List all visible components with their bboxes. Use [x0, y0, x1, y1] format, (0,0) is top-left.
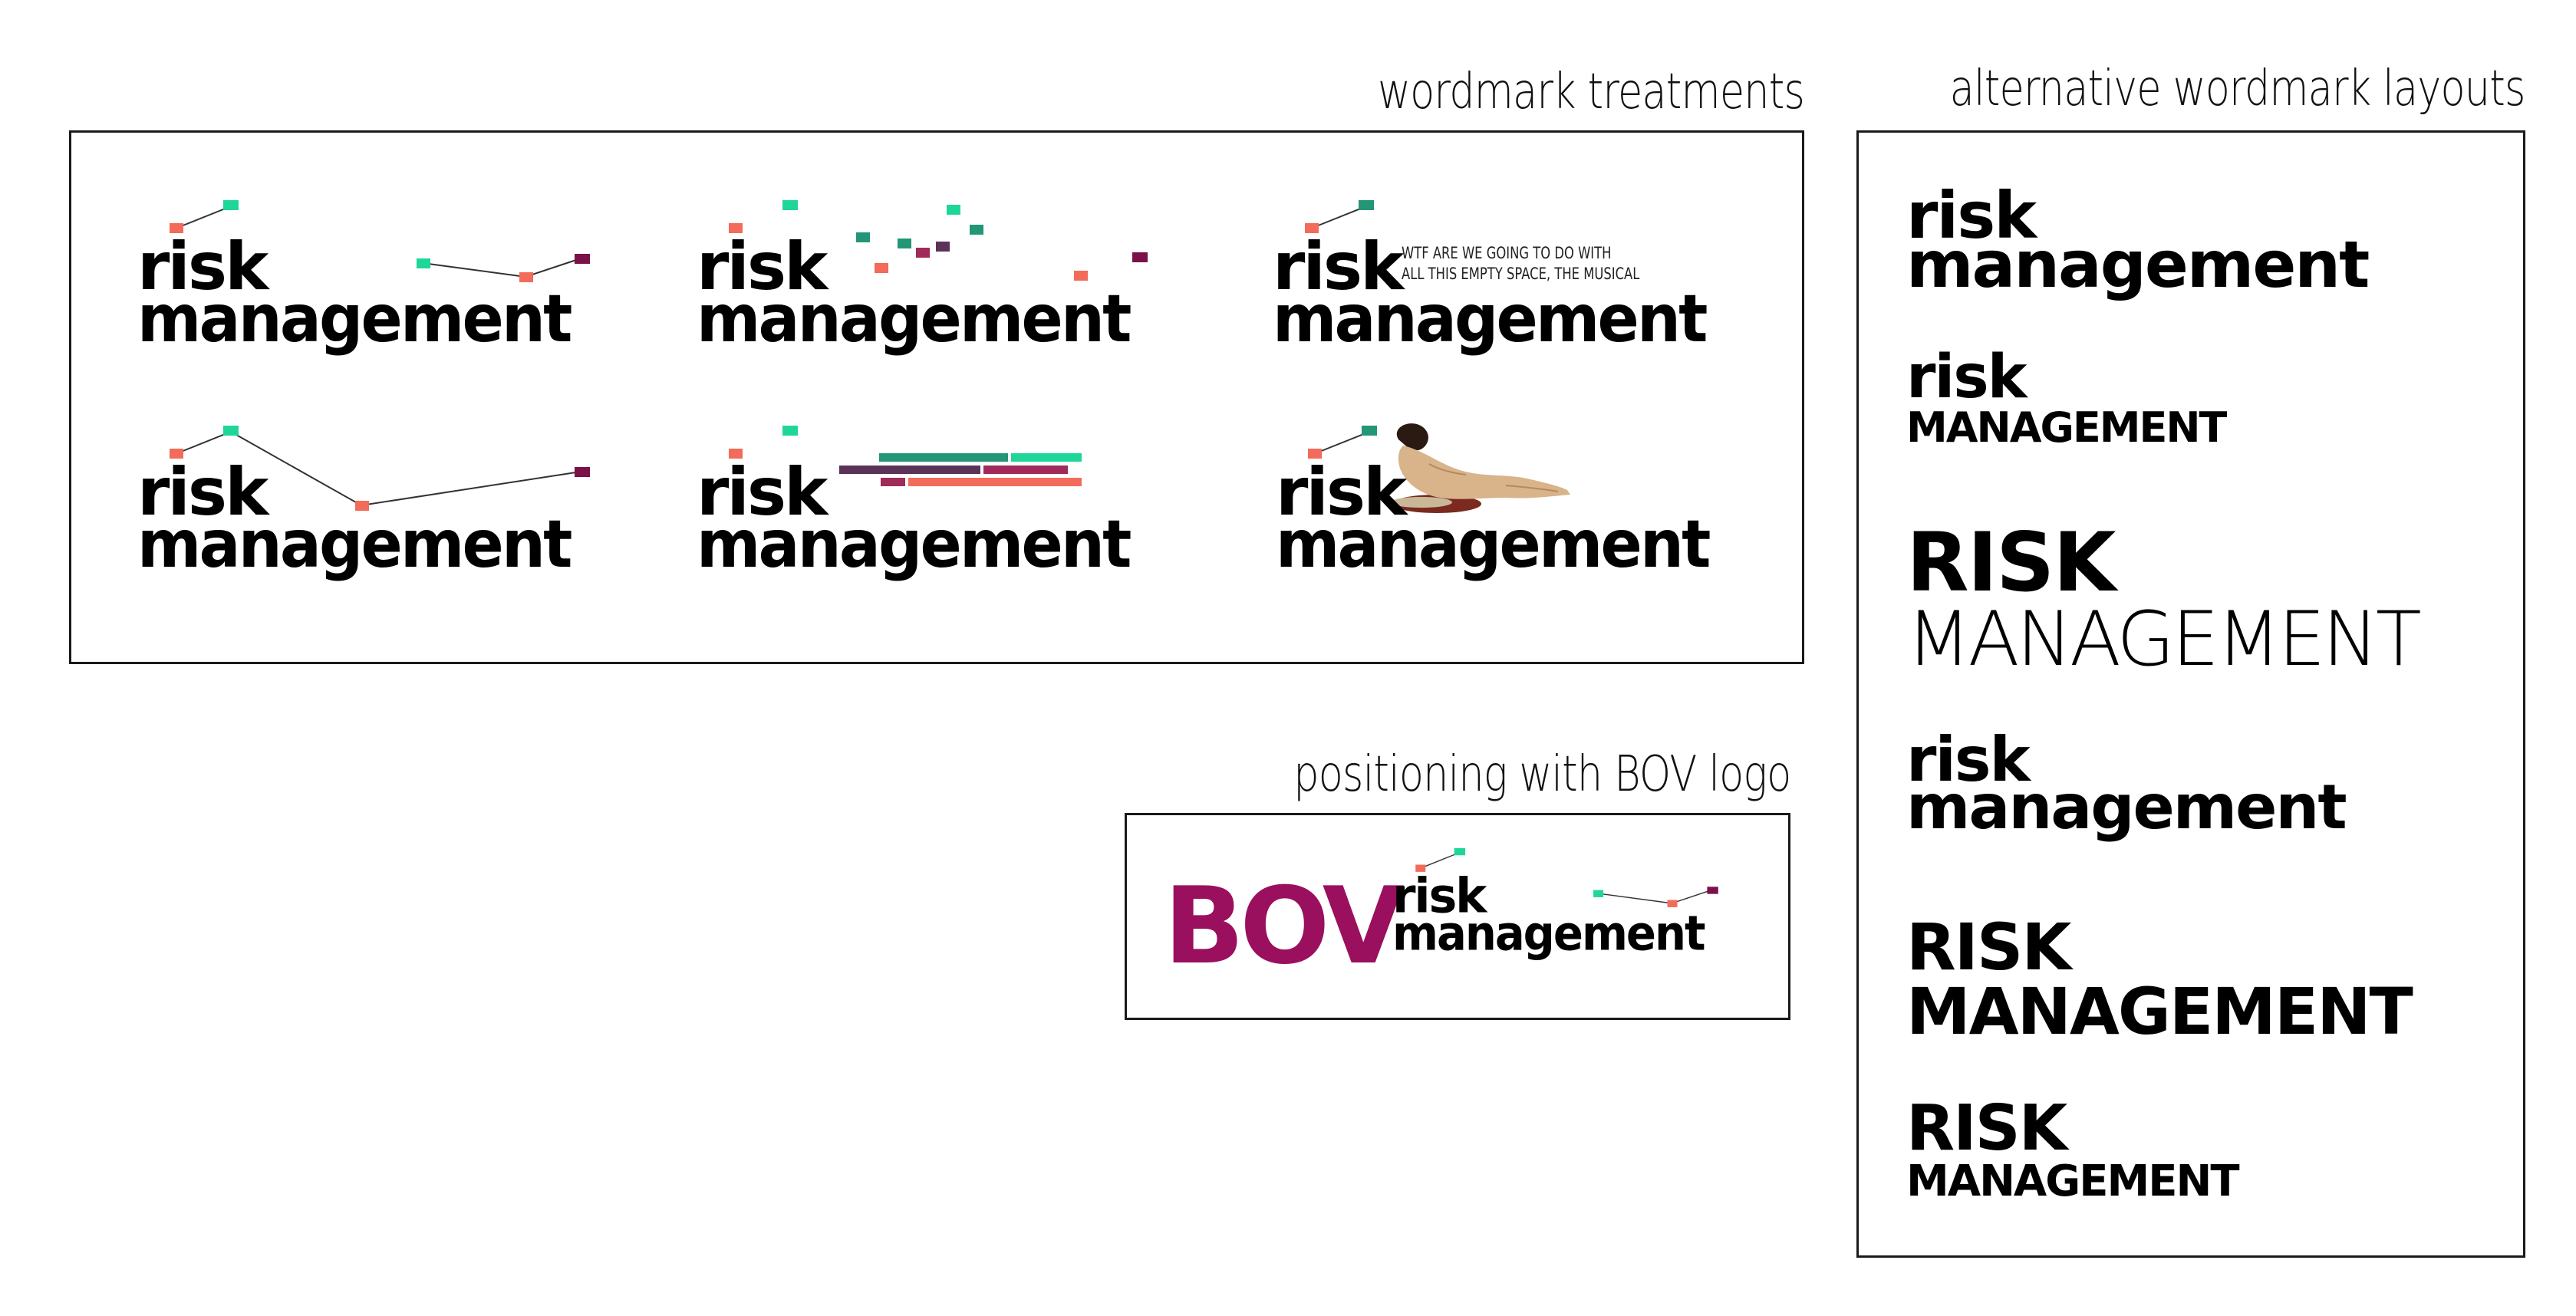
bov-wordmark: risk management [1392, 846, 1734, 973]
wordmark-treatment-scatter: risk management [697, 197, 1172, 373]
bov-logo: BOV [1164, 864, 1405, 988]
bars-decoration [729, 426, 1082, 486]
bov-positioning-panel: BOV risk management [1125, 813, 1790, 1020]
wordmark-risk: risk [137, 454, 268, 531]
alt-line-2: MANAGEMENT [1906, 974, 2413, 1049]
alt-layout-uppercase-stacked-small: RISK MANAGEMENT [1906, 1092, 2240, 1206]
heading-bov-positioning: positioning with BOV logo [1293, 746, 1791, 803]
wordmark-management: management [137, 281, 572, 357]
wordmark-management: management [137, 506, 572, 583]
wordmark-management: management [697, 281, 1132, 357]
wordmark-treatment-dip-line: risk management [137, 423, 613, 599]
reclining-figure-illustration [1308, 423, 1570, 513]
tagline-text: WTF ARE WE GOING TO DO WITH ALL THIS EMP… [1402, 243, 1639, 285]
alternative-layouts-panel: risk management risk MANAGEMENT RISK MAN… [1856, 130, 2525, 1258]
wordmark-management: management [1392, 906, 1706, 962]
wordmark-risk: risk [1392, 868, 1487, 924]
wordmark-risk: risk [1276, 454, 1407, 531]
wordmark-risk: risk [697, 454, 828, 531]
alt-layout-uppercase-light: RISK MANAGEMENT [1906, 515, 2422, 683]
dip-line-decoration [170, 426, 590, 511]
alt-line-1: risk [1906, 724, 2031, 795]
alt-line-2: MANAGEMENT [1906, 596, 2422, 683]
alt-layout-lowercase-bold: risk management [1906, 178, 2370, 302]
wordmark-treatment-line-chart: risk management [137, 197, 613, 373]
wordmark-management: management [1273, 281, 1708, 357]
alt-line-1: risk [1906, 343, 2028, 412]
wordmark-treatment-figure: risk management [1276, 423, 1751, 599]
heading-wordmark-treatments: wordmark treatments [1378, 64, 1805, 120]
wordmark-risk: risk [1273, 229, 1404, 305]
alt-line-2: management [1906, 772, 2347, 843]
wordmark-treatment-tagline: WTF ARE WE GOING TO DO WITH ALL THIS EMP… [1273, 197, 1748, 373]
alt-line-2: management [1906, 227, 2370, 302]
wordmark-treatments-panel: risk management risk management WTF ARE [69, 130, 1804, 664]
alt-line-1: RISK [1906, 910, 2072, 985]
wordmark-management: management [697, 506, 1132, 583]
wordmark-risk: risk [697, 229, 828, 305]
wordmark-risk: risk [137, 229, 268, 305]
alt-layout-mixed-case: risk MANAGEMENT [1906, 343, 2227, 452]
chart-line-decoration [1415, 847, 1718, 907]
wordmark-treatment-bars: risk management [697, 423, 1172, 599]
alt-layout-uppercase-bold: RISK MANAGEMENT [1906, 910, 2413, 1049]
tagline-line-2: ALL THIS EMPTY SPACE, THE MUSICAL [1402, 265, 1640, 283]
wordmark-management: management [1276, 506, 1711, 583]
alt-line-2: MANAGEMENT [1906, 1156, 2240, 1206]
tagline-decoration [1305, 200, 1374, 233]
alt-line-2: MANAGEMENT [1906, 403, 2227, 452]
alt-line-1: RISK [1906, 1092, 2067, 1165]
alt-line-1: risk [1906, 178, 2037, 253]
alt-line-1: RISK [1906, 515, 2116, 610]
chart-line-decoration [170, 200, 590, 282]
scatter-squares-decoration [729, 200, 1148, 281]
heading-alternative-layouts: alternative wordmark layouts [1950, 61, 2526, 117]
alt-layout-lowercase-medium: risk management [1906, 724, 2347, 843]
tagline-line-1: WTF ARE WE GOING TO DO WITH [1402, 244, 1612, 262]
